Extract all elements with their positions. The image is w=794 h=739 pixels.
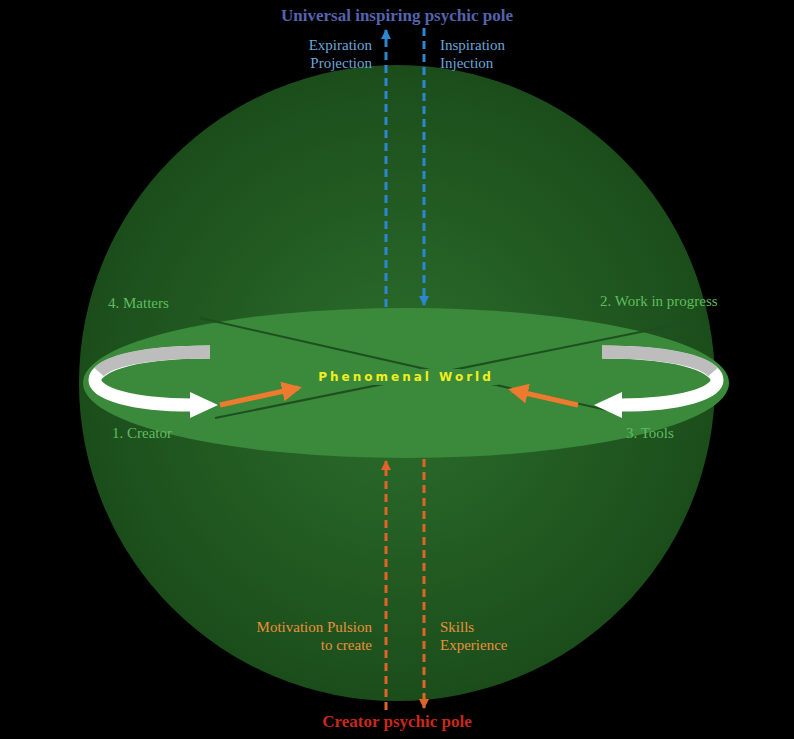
flow-arrow (385, 461, 388, 710)
flow-arrow (423, 459, 426, 708)
pole-label-number: 3. Tools (626, 424, 674, 442)
flow-label: Motivation Pulsion to create (252, 618, 372, 654)
flow-label: Expiration Projection (272, 36, 372, 72)
pole-label-number: 2. Work in progress (600, 292, 718, 310)
pole-title: Creator psychic pole (318, 710, 476, 734)
pole-label: Universal inspiring psychic pole (277, 4, 517, 28)
pole-label-number: 4. Matters (108, 294, 169, 312)
flow-label: Inspiration Injection (440, 36, 540, 72)
pole-label: Creator psychic pole (318, 710, 476, 734)
flow-label: Skills Experience (440, 618, 540, 654)
flow-arrow (423, 28, 426, 305)
world-label: Phenomenal World (314, 369, 498, 385)
flow-arrow (385, 30, 388, 307)
pole-label-number: 1. Creator (112, 424, 172, 442)
pole-title: Universal inspiring psychic pole (277, 4, 517, 28)
